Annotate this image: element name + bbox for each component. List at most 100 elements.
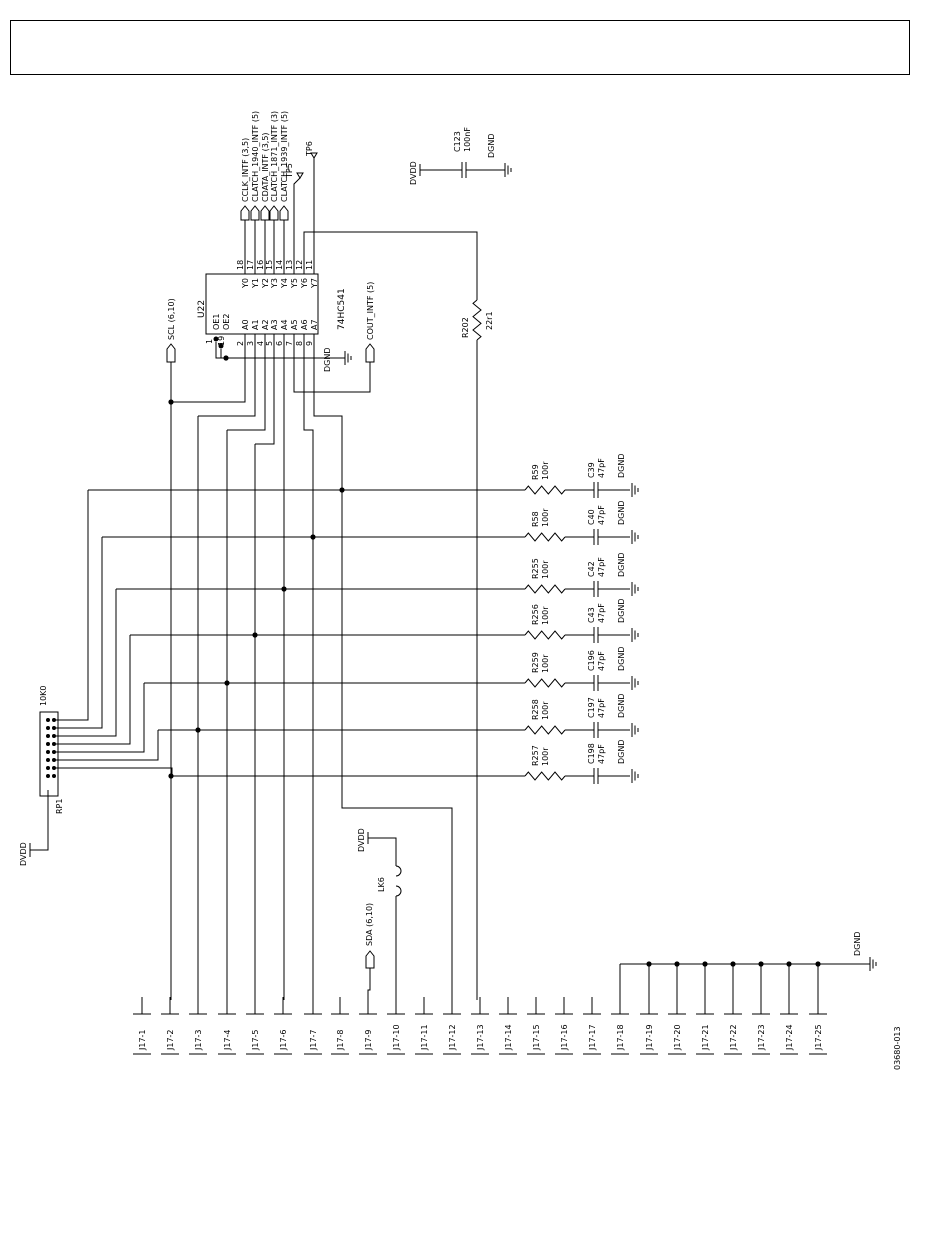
u22-pin-number: 17 [246,260,255,270]
j17-pin-label: J17-25 [814,1024,823,1051]
capacitor-ref: C196 [587,650,596,671]
junction-dot [702,961,708,967]
resistor-value: 100r [541,654,550,673]
u22-pin-a: A3 [270,319,279,330]
j17-pin: J17-23 [752,997,770,1055]
jumper-loop [395,865,402,877]
oe-bubble [213,336,219,342]
j17-pin-label: J17-21 [701,1024,710,1051]
dgnd-symbol [631,582,639,596]
tp-wire [293,177,301,260]
resistor-zigzag [524,630,566,640]
rp1-pin [46,758,50,762]
j17-pin-label: J17-19 [645,1024,654,1051]
signal-bus [170,348,453,1000]
j17-pin-label: J17-8 [336,1029,345,1051]
j17-pin: J17-2 [161,997,179,1055]
resistor-value: 100r [541,747,550,766]
tp6-label: TP6 [305,141,314,157]
rp1-pin [46,734,50,738]
dgnd-label: DGND [617,739,626,764]
y7-wire [313,231,478,300]
junction-dot [758,961,764,967]
capacitor-value: 47pF [597,458,606,478]
capacitor-ref: C40 [587,509,596,525]
rp1-pin [46,726,50,730]
rp-wire [56,730,159,761]
u22-pin-y: Y1 [251,278,260,289]
bus-wire [227,348,266,431]
rp1-pin [46,774,50,778]
u22-pin-y: Y5 [290,278,299,289]
sda-label: SDA (6,10) [365,903,374,946]
capacitor-ref: C198 [587,743,596,764]
capacitor [593,482,599,498]
resistor [524,584,566,594]
u22-pin-y: Y4 [280,278,289,289]
u22-body [205,273,319,335]
j17-pin: J17-14 [499,997,517,1055]
j17-pin: J17-8 [331,997,349,1055]
dvdd-label: DVDD [357,828,366,852]
capacitor-value: 47pF [597,505,606,525]
oe-bubble [218,343,224,349]
j17-pin: J17-12 [443,997,461,1055]
j17-pin-label: J17-5 [251,1029,260,1051]
resistor-ref: R257 [531,745,540,766]
capacitor [593,581,599,597]
junction-dot [786,961,792,967]
j17-pin-label: J17-3 [194,1029,203,1051]
resistor-value: 100r [541,508,550,527]
u22-pin-number: 5 [265,341,274,346]
j17-pin-label: J17-7 [309,1029,318,1051]
rp1-pin [52,774,56,778]
capacitor [593,529,599,545]
j17-pin: J17-19 [640,997,658,1055]
c123-ref: C123 [453,131,462,152]
output-net-label: CLATCH_1871_INTF (3) [270,111,279,202]
j17-pin: J17-18 [611,997,629,1055]
capacitor [593,722,599,738]
capacitor-value: 47pF [597,744,606,764]
capacitor-ref: C39 [587,462,596,478]
figure-id: 03680-013 [893,1026,902,1070]
u22-pin-number: 8 [295,341,304,346]
rp1-pin [52,734,56,738]
r202-ref: R202 [461,317,470,338]
capacitor-ref: C42 [587,561,596,577]
j17-pin-label: J17-4 [223,1029,232,1051]
j17-pin-label: J17-2 [166,1029,175,1051]
j17-pin-label: J17-12 [448,1024,457,1051]
oe-wire [215,342,226,359]
j17-pin-label: J17-11 [420,1024,429,1051]
capacitor-ref: C43 [587,607,596,623]
junction-dot [252,632,258,638]
rp-common-wire [30,790,49,851]
u22-pin-number: 4 [256,341,265,346]
junction-dot [674,961,680,967]
capacitor-value: 47pF [597,557,606,577]
j17-pin: J17-15 [527,997,545,1055]
dgnd-symbol [631,723,639,737]
resistor-zigzag [524,485,566,495]
dgnd-symbol [631,628,639,642]
bus-wire [255,348,275,445]
rp1-pin [52,766,56,770]
dgnd-label: DGND [487,133,496,158]
dgnd-symbol [344,351,352,365]
u22-pin-a: A2 [261,319,270,330]
u22-pin-oe1: OE1 [212,314,221,330]
resistor-zigzag [524,532,566,542]
j17-pin: J17-7 [304,997,322,1055]
dgnd-symbol [869,957,877,971]
junction-dot [223,355,229,361]
rp-wire [56,537,103,729]
resistor [524,725,566,735]
scl-wire [170,348,246,403]
rp-wire [56,589,117,737]
dgnd-label: DGND [617,646,626,671]
